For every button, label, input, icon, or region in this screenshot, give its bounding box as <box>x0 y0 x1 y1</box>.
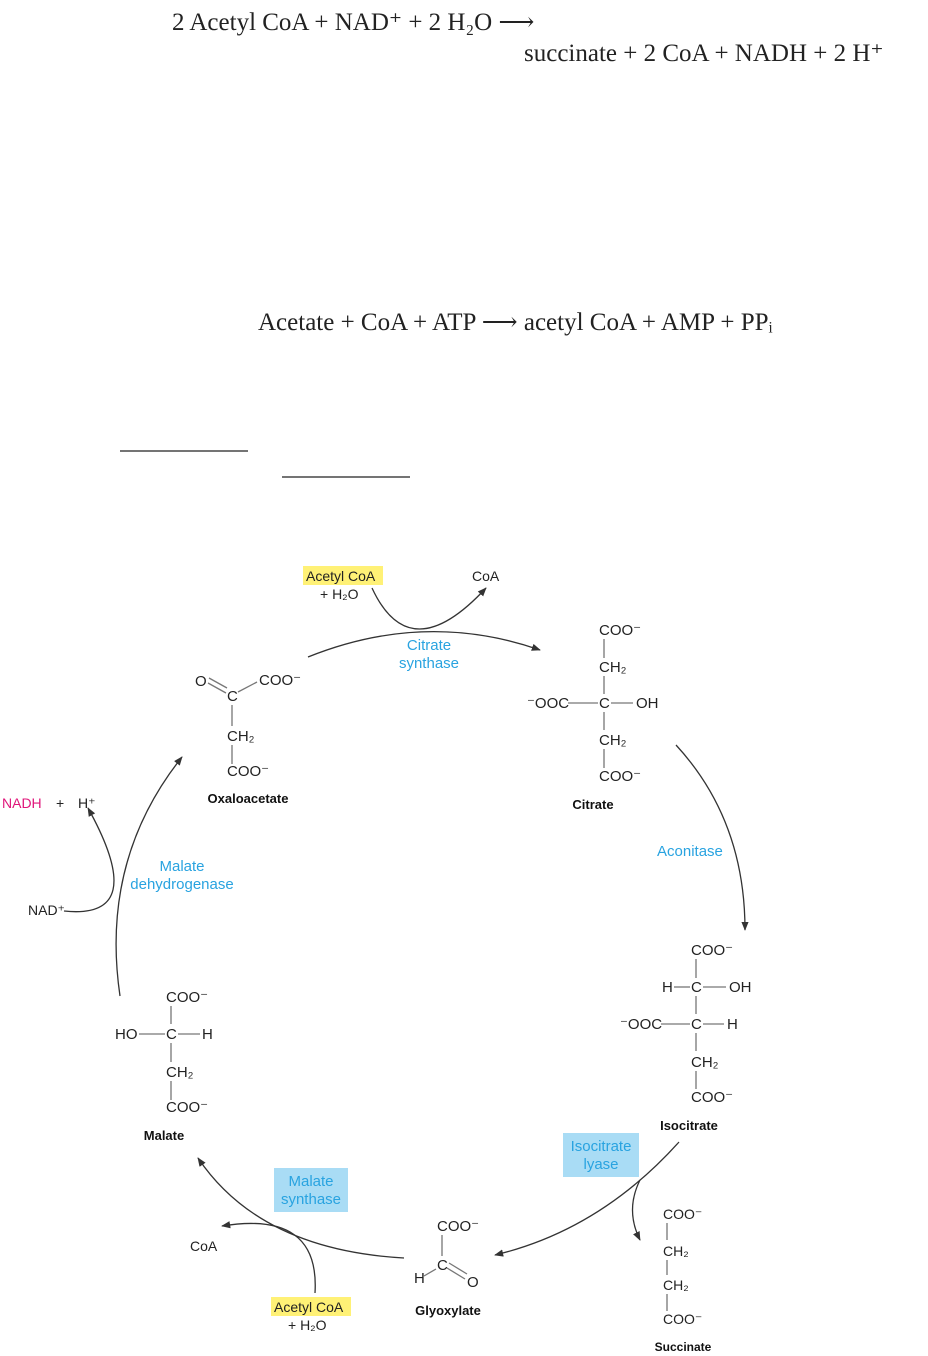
malate-coo-top: COO⁻ <box>166 989 208 1006</box>
enzyme-aconitase: Aconitase <box>657 843 723 860</box>
malate-name: Malate <box>144 1128 184 1143</box>
enzyme-malate-dehydrogenase-line-2: dehydrogenase <box>130 876 233 893</box>
malate-coo-bottom: COO⁻ <box>166 1099 208 1116</box>
arrow-glyoxylate-to-malate <box>197 1157 405 1259</box>
glyoxylate-c: C <box>437 1257 448 1274</box>
oxaloacetate-coo-top: COO⁻ <box>259 672 301 689</box>
succinate-name: Succinate <box>655 1340 712 1354</box>
h-plus: H⁺ <box>78 795 96 811</box>
bottom-coa: CoA <box>190 1238 218 1254</box>
succinate-ch2-2: CH₂ <box>663 1277 689 1293</box>
arrow-malate-to-oxaloacetate <box>115 756 183 997</box>
glyoxylate-coo: COO⁻ <box>437 1218 479 1235</box>
arc-bottom-acetyl-to-coa <box>221 1221 316 1294</box>
isocitrate-lyase-highlight <box>563 1133 639 1177</box>
isocitrate-ooc-left: ⁻OOC <box>620 1016 662 1033</box>
arc-nad-to-nadh <box>63 807 115 913</box>
citrate-ooc-left: ⁻OOC <box>527 695 569 712</box>
isocitrate-oh: OH <box>729 979 752 996</box>
oxaloacetate-coo-bottom: COO⁻ <box>227 763 269 780</box>
enzyme-isocitrate-lyase-line-1: Isocitrate <box>571 1138 632 1155</box>
citrate-oh: OH <box>636 695 659 712</box>
arrow-oxaloacetate-to-citrate <box>307 631 541 658</box>
top-acetyl-highlight <box>303 566 383 585</box>
malate-c: C <box>166 1026 177 1043</box>
malate-ho: HO <box>115 1026 138 1043</box>
equation-2: Acetate + CoA + ATP ⟶ acetyl CoA + AMP +… <box>258 309 773 336</box>
arrow-citrate-to-isocitrate <box>675 744 749 931</box>
isocitrate-coo-bottom: COO⁻ <box>691 1089 733 1106</box>
succinate-coo-bottom: COO⁻ <box>663 1311 702 1327</box>
bottom-acetyl-coa: Acetyl CoA <box>274 1299 344 1315</box>
isocitrate-h2: H <box>727 1016 738 1033</box>
succinate-structure: COO⁻ CH₂ CH₂ COO⁻ Succinate <box>655 1206 712 1354</box>
arrow-isocitrate-to-glyoxylate <box>494 1141 680 1257</box>
citrate-coo-top: COO⁻ <box>599 622 641 639</box>
plus-sign: + <box>56 795 64 811</box>
citrate-structure: COO⁻ CH₂ ⁻OOC C OH CH₂ COO⁻ Citrate <box>527 622 659 812</box>
equation-1-line-2: succinate + 2 CoA + NADH + 2 H⁺ <box>524 40 884 67</box>
citrate-ch2-bottom: CH₂ <box>599 732 627 749</box>
isocitrate-structure: COO⁻ H C OH ⁻OOC C H CH₂ COO⁻ Isocitrate <box>620 942 752 1133</box>
isocitrate-ch2: CH₂ <box>691 1054 719 1071</box>
enzyme-citrate-synthase-line-1: Citrate <box>407 637 451 654</box>
glyoxylate-o: O <box>467 1274 479 1291</box>
oxaloacetate-c: C <box>227 688 238 705</box>
top-coa: CoA <box>472 568 500 584</box>
citrate-c: C <box>599 695 610 712</box>
malate-synthase-highlight <box>274 1168 348 1212</box>
oxaloacetate-structure: O C COO⁻ CH₂ COO⁻ Oxaloacetate <box>195 672 301 806</box>
enzyme-malate-dehydrogenase-line-1: Malate <box>159 858 204 875</box>
bottom-h2o: + H₂O <box>288 1317 327 1333</box>
isocitrate-h1: H <box>662 979 673 996</box>
malate-ch2: CH₂ <box>166 1064 194 1081</box>
equation-1-line-1: 2 Acetyl CoA + NAD⁺ + 2 H₂O ⟶ <box>172 9 534 36</box>
isocitrate-coo-top: COO⁻ <box>691 942 733 959</box>
enzyme-isocitrate-lyase-line-2: lyase <box>583 1156 618 1173</box>
enzyme-citrate-synthase-line-2: synthase <box>399 655 459 672</box>
enzyme-malate-synthase-line-1: Malate <box>288 1173 333 1190</box>
glyoxylate-structure: COO⁻ H C O Glyoxylate <box>414 1218 481 1318</box>
malate-h: H <box>202 1026 213 1043</box>
oxaloacetate-o: O <box>195 673 207 690</box>
citrate-ch2-top: CH₂ <box>599 659 627 676</box>
isocitrate-name: Isocitrate <box>660 1118 718 1133</box>
citrate-coo-bottom: COO⁻ <box>599 768 641 785</box>
nad-plus: NAD⁺ <box>28 902 65 918</box>
nadh-label: NADH <box>2 795 42 811</box>
malate-structure: COO⁻ HO C H CH₂ COO⁻ Malate <box>115 989 213 1143</box>
arc-top-acetyl-to-coa <box>371 587 487 630</box>
top-h2o: + H₂O <box>320 586 359 602</box>
top-acetyl-coa: Acetyl CoA <box>306 568 376 584</box>
isocitrate-c2: C <box>691 1016 702 1033</box>
citrate-name: Citrate <box>572 797 613 812</box>
enzyme-malate-synthase-line-2: synthase <box>281 1191 341 1208</box>
glyoxylate-name: Glyoxylate <box>415 1303 481 1318</box>
arrow-isocitrate-to-succinate <box>631 1179 641 1241</box>
oxaloacetate-ch2: CH₂ <box>227 728 255 745</box>
bottom-acetyl-highlight <box>271 1297 351 1316</box>
succinate-coo-top: COO⁻ <box>663 1206 702 1222</box>
isocitrate-c1: C <box>691 979 702 996</box>
glyoxylate-h: H <box>414 1270 425 1287</box>
oxaloacetate-name: Oxaloacetate <box>208 791 289 806</box>
succinate-ch2-1: CH₂ <box>663 1243 689 1259</box>
